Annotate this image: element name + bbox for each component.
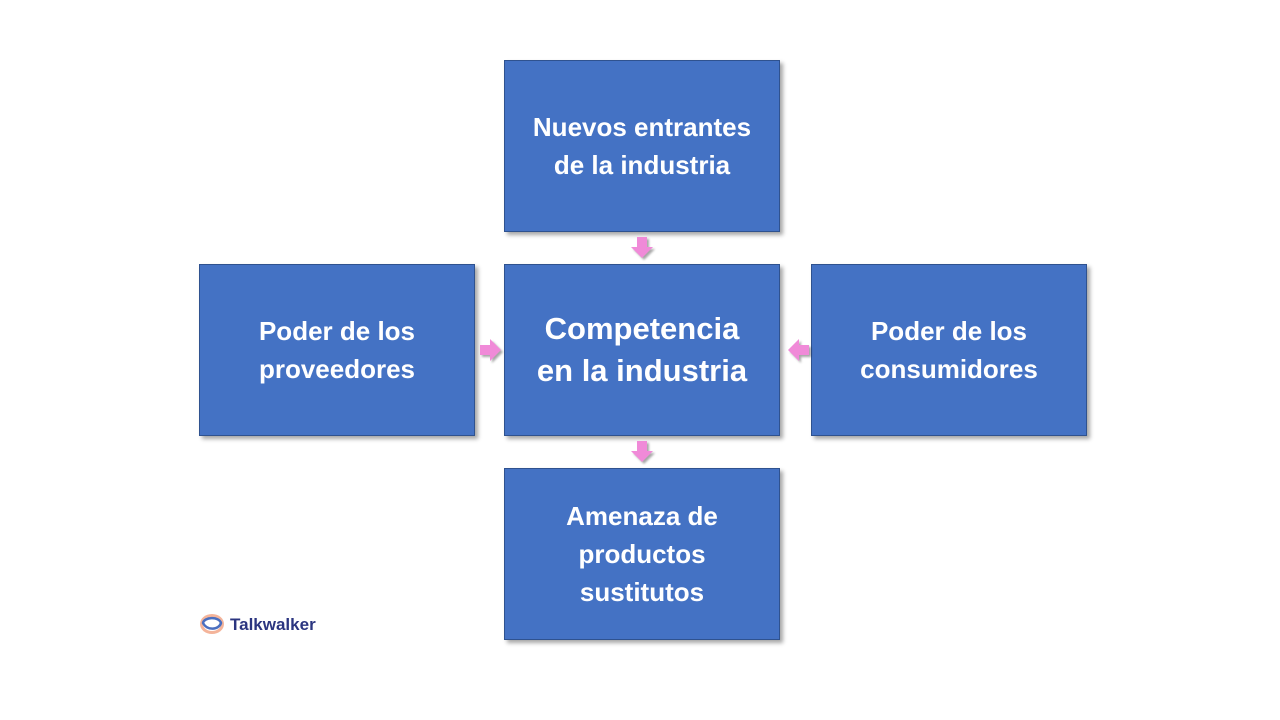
arrow-down-icon: [631, 441, 653, 462]
box-buyer-power: Poder de los consumidores: [811, 264, 1087, 436]
box-supplier-power: Poder de los proveedores: [199, 264, 475, 436]
arrow-right-icon: [480, 339, 501, 361]
talkwalker-logo-text: Talkwalker: [230, 615, 316, 634]
box-industry-competition: Competencia en la industria: [504, 264, 780, 436]
box-substitutes-threat: Amenaza de productos sustitutos: [504, 468, 780, 640]
talkwalker-logo-icon: [200, 614, 224, 634]
arrow-left-icon: [788, 339, 809, 361]
box-new-entrants: Nuevos entrantes de la industria: [504, 60, 780, 232]
arrow-down-icon: [631, 237, 653, 258]
talkwalker-logo: Talkwalker: [199, 613, 316, 637]
